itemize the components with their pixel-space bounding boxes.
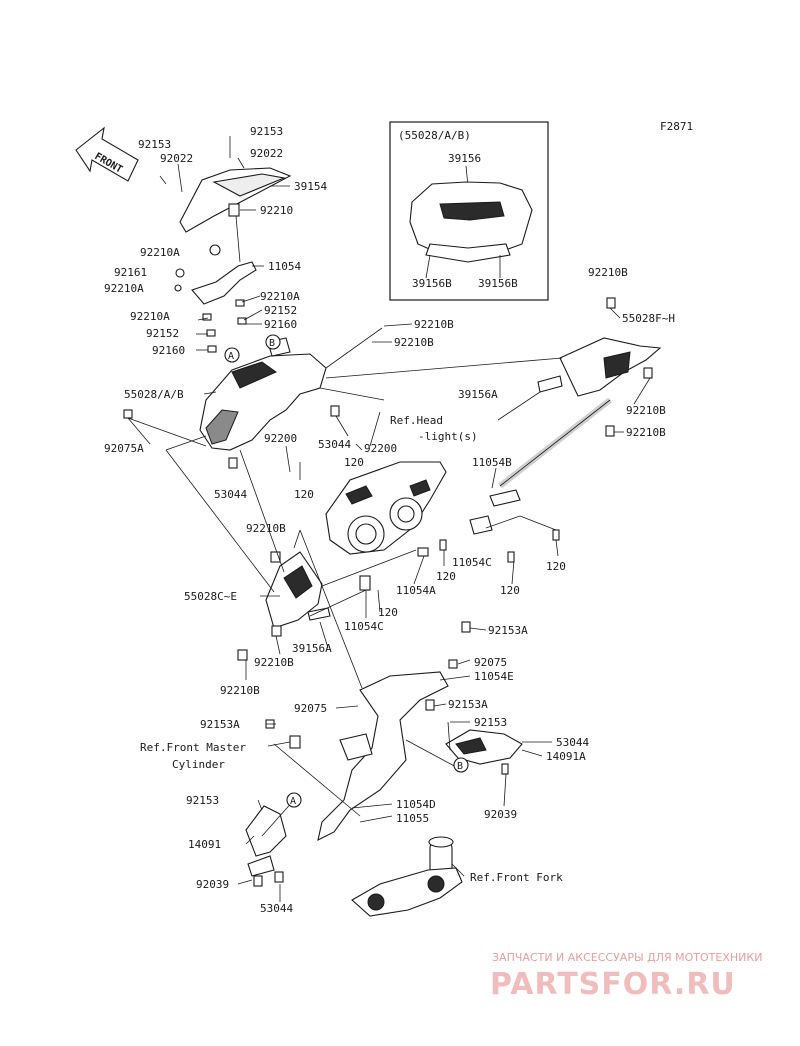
watermark-brand: PARTSFOR.RU bbox=[490, 967, 736, 1002]
inset-title: (55028/A/B) bbox=[398, 129, 471, 142]
part-label: 11055 bbox=[396, 812, 429, 825]
part-label: 11054D bbox=[396, 798, 436, 811]
part-label: 92210B bbox=[254, 656, 294, 669]
part-label: 92153 bbox=[474, 716, 507, 729]
part-label: 92210A bbox=[140, 246, 180, 259]
part-label: 92210B bbox=[414, 318, 454, 331]
inset-box: (55028/A/B) 39156 39156B 39156B bbox=[389, 121, 549, 301]
ref-headlight-line2: -light(s) bbox=[418, 430, 478, 443]
part-label: 53044 bbox=[214, 488, 247, 501]
part-label: 120 bbox=[378, 606, 398, 619]
part-label: 92210B bbox=[626, 426, 666, 439]
front-fork-part bbox=[351, 836, 463, 917]
part-label: 11054 bbox=[268, 260, 301, 273]
side-bracket bbox=[439, 397, 612, 563]
part-label: 92152 bbox=[264, 304, 297, 317]
svg-text:A: A bbox=[290, 796, 296, 807]
part-label: 92153A bbox=[200, 718, 240, 731]
cowl-stay-frame bbox=[317, 621, 471, 842]
ref-master-cylinder-line1: Ref.Front Master bbox=[140, 741, 246, 754]
part-label: 120 bbox=[344, 456, 364, 469]
part-label: 92039 bbox=[196, 878, 229, 891]
part-label: 14091A bbox=[546, 750, 586, 763]
part-label: 11054E bbox=[474, 670, 514, 683]
part-label: 92153 bbox=[250, 125, 283, 138]
part-label: 11054C bbox=[344, 620, 384, 633]
part-label: 92075 bbox=[294, 702, 327, 715]
part-label: 92210A bbox=[104, 282, 144, 295]
part-label: 92075 bbox=[474, 656, 507, 669]
part-label: 53044 bbox=[556, 736, 589, 749]
headlight-part bbox=[325, 461, 447, 591]
part-label: 92210B bbox=[588, 266, 628, 279]
part-label: 39156A bbox=[458, 388, 498, 401]
svg-text:A: A bbox=[228, 351, 234, 362]
figure-code: F2871 bbox=[660, 120, 693, 133]
ref-front-fork: Ref.Front Fork bbox=[470, 871, 563, 884]
front-arrow-icon: FRONT bbox=[75, 126, 139, 182]
part-label: 11054B bbox=[472, 456, 512, 469]
part-label: 92210B bbox=[246, 522, 286, 535]
part-label: 120 bbox=[546, 560, 566, 573]
part-label: 14091 bbox=[188, 838, 221, 851]
ref-headlight-line1: Ref.Head bbox=[390, 414, 443, 427]
part-label: 92022 bbox=[160, 152, 193, 165]
svg-text:B: B bbox=[457, 761, 463, 772]
part-label: 92160 bbox=[152, 344, 185, 357]
part-label: 11054A bbox=[396, 584, 436, 597]
svg-text:B: B bbox=[269, 338, 275, 349]
stay-bracket bbox=[174, 244, 257, 353]
callout-B-bottom: B bbox=[453, 757, 469, 773]
part-labels: 92153 92022 92153 92022 39154 92210 9221… bbox=[104, 125, 675, 915]
part-label: 92200 bbox=[264, 432, 297, 445]
part-label: 120 bbox=[294, 488, 314, 501]
part-label: 92210B bbox=[626, 404, 666, 417]
part-label: 55028C~E bbox=[184, 590, 237, 603]
ref-master-cylinder-line2: Cylinder bbox=[172, 758, 225, 771]
callout-B-top: B bbox=[265, 334, 281, 350]
inset-part-top: 39156 bbox=[448, 152, 481, 165]
part-label: 92153A bbox=[448, 698, 488, 711]
windscreen-part bbox=[179, 167, 292, 233]
part-label: 92022 bbox=[250, 147, 283, 160]
part-label: 92039 bbox=[484, 808, 517, 821]
part-label: 55028/A/B bbox=[124, 388, 184, 401]
callout-A-bottom: A bbox=[286, 792, 302, 808]
part-label: 92210A bbox=[260, 290, 300, 303]
side-panel-right bbox=[537, 297, 662, 437]
part-label: 92160 bbox=[264, 318, 297, 331]
part-label: 92153 bbox=[138, 138, 171, 151]
part-label: 92210 bbox=[260, 204, 293, 217]
part-label: 92210B bbox=[220, 684, 260, 697]
part-label: 53044 bbox=[318, 438, 351, 451]
part-label: 92153 bbox=[186, 794, 219, 807]
watermark-tagline: ЗАПЧАСТИ И АКСЕССУАРЫ ДЛЯ МОТОТЕХНИКИ bbox=[492, 951, 762, 964]
part-label: 39156A bbox=[292, 642, 332, 655]
inset-part-br: 39156B bbox=[478, 277, 518, 290]
part-label: 11054C bbox=[452, 556, 492, 569]
part-label: 120 bbox=[436, 570, 456, 583]
part-label: 92210A bbox=[130, 310, 170, 323]
part-label: 92161 bbox=[114, 266, 147, 279]
part-label: 92152 bbox=[146, 327, 179, 340]
part-label: 92200 bbox=[364, 442, 397, 455]
side-panel-left bbox=[237, 551, 331, 661]
part-label: 120 bbox=[500, 584, 520, 597]
part-label: 39154 bbox=[294, 180, 327, 193]
leader-lines bbox=[127, 136, 651, 902]
part-label: 92210B bbox=[394, 336, 434, 349]
part-label: 92153A bbox=[488, 624, 528, 637]
inset-part-bl: 39156B bbox=[412, 277, 452, 290]
callout-A-top: A bbox=[224, 347, 240, 363]
part-label: 55028F~H bbox=[622, 312, 675, 325]
part-label: 92075A bbox=[104, 442, 144, 455]
part-label: 53044 bbox=[260, 902, 293, 915]
